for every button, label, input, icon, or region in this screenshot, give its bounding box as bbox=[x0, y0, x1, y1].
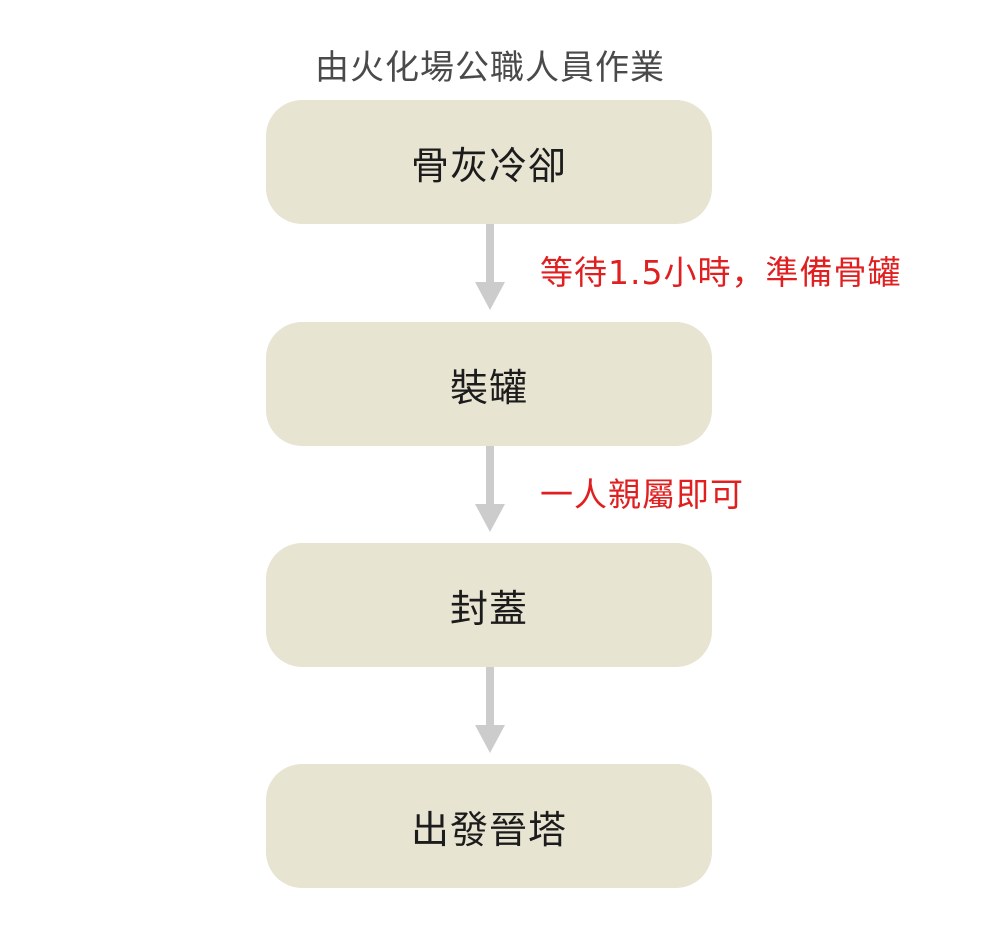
note-1: 等待1.5小時，準備骨罐 bbox=[540, 253, 902, 292]
step-box-4: 出發晉塔 bbox=[266, 764, 712, 888]
step-box-1: 骨灰冷卻 bbox=[266, 100, 712, 224]
flow-header: 由火化場公職人員作業 bbox=[315, 48, 665, 88]
arrow-1 bbox=[474, 224, 506, 310]
step-label-3: 封蓋 bbox=[449, 586, 528, 631]
arrow-down-icon bbox=[475, 446, 505, 532]
step-box-2: 裝罐 bbox=[266, 322, 712, 446]
step-label-4: 出發晉塔 bbox=[410, 807, 567, 852]
step-label-2: 裝罐 bbox=[449, 365, 528, 410]
arrow-down-icon bbox=[475, 224, 505, 310]
step-label-1: 骨灰冷卻 bbox=[410, 143, 567, 188]
step-box-3: 封蓋 bbox=[266, 543, 712, 667]
arrow-3 bbox=[474, 667, 506, 753]
note-2: 一人親屬即可 bbox=[540, 475, 744, 514]
arrow-2 bbox=[474, 446, 506, 532]
arrow-down-icon bbox=[475, 667, 505, 753]
